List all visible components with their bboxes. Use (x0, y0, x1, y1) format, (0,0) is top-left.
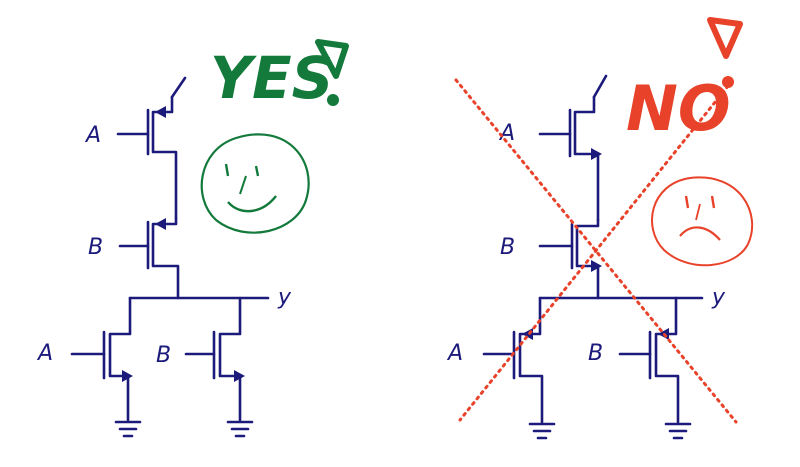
right-verdict: NO (626, 72, 731, 145)
left-label-nmos-a: A (36, 341, 53, 366)
right-label-pmos-a: A (446, 341, 463, 366)
left-label-nmos-b: B (156, 343, 171, 368)
right-pmos-b (654, 296, 680, 424)
right-vdd-tick (592, 74, 608, 99)
left-verdict: YES (210, 44, 333, 112)
right-mid-transistor (575, 218, 600, 300)
left-circuit: A B y A B YES (36, 39, 349, 438)
left-nmos-b-arrow (234, 370, 245, 382)
right-label-nmos-a: A (498, 121, 515, 146)
cross-out-x-icon (454, 78, 738, 424)
left-ground-1-icon (114, 420, 142, 438)
right-mid-arrow (591, 260, 602, 272)
left-top-arrow (155, 106, 166, 118)
right-label-pmos-b: B (588, 341, 603, 366)
right-ground-2-icon (664, 422, 692, 440)
right-ground-1-icon (528, 422, 556, 440)
right-top-transistor (573, 95, 600, 222)
right-label-output: y (711, 285, 726, 310)
left-ground-2-icon (226, 420, 254, 438)
frowny-face-icon (651, 176, 754, 267)
right-pmos-a (518, 296, 544, 424)
left-nmos-b (218, 296, 242, 422)
left-question-mark-icon (315, 39, 349, 106)
right-label-nmos-b: B (500, 235, 515, 260)
right-circuit: A B y A B NO (446, 17, 754, 440)
smiley-face-icon (200, 133, 310, 234)
right-question-mark-icon (707, 17, 743, 88)
left-top-transistor (151, 95, 178, 220)
left-mid-transistor (151, 216, 180, 300)
left-label-output: y (277, 285, 292, 310)
left-label-pmos-a: A (84, 123, 101, 148)
right-top-arrow (591, 148, 602, 160)
left-nmos-a (108, 296, 132, 422)
left-vdd-tick (170, 76, 187, 99)
left-mid-arrow (155, 218, 166, 230)
left-nmos-a-arrow (122, 370, 133, 382)
left-label-pmos-b: B (88, 235, 103, 260)
